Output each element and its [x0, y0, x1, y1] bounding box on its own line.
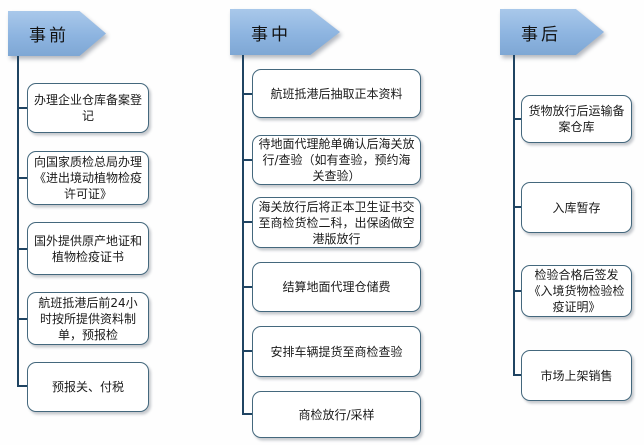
process-step-box: 航班抵港后抽取正本资料: [252, 69, 421, 118]
process-step-label: 国外提供原产地证和植物检疫证书: [33, 233, 142, 264]
process-step-label: 海关放行后将正本卫生证书交至商检货检二科，出保函做空港版放行: [258, 199, 415, 246]
phase-header-during: 事中: [230, 9, 340, 55]
process-step-label: 市场上架销售: [540, 368, 613, 383]
process-step-label: 安排车辆提货至商检查验: [270, 344, 403, 359]
process-step-box: 商检放行/采样: [252, 391, 421, 438]
connector-stub: [513, 206, 521, 208]
process-step-box: 安排车辆提货至商检查验: [252, 326, 421, 377]
phase-header-during-label: 事中: [230, 9, 340, 55]
connector-stub: [513, 118, 521, 120]
process-step-label: 待地面代理舱单确认后海关放行/查验（如有查验，预约海关查验）: [258, 137, 415, 183]
phase-header-after-label: 事后: [500, 9, 604, 55]
process-step-box: 结算地面代理仓储费: [252, 262, 421, 312]
process-step-label: 货物放行后运输备案仓库: [528, 104, 625, 134]
connector-stub: [513, 290, 521, 292]
process-step-label: 办理企业仓库备案登记: [33, 93, 142, 123]
connector-stub: [242, 159, 252, 161]
process-step-label: 航班抵港后前24小时按所提供资料制单，预报检: [38, 295, 138, 342]
connector-stub: [242, 413, 252, 415]
phase-header-before-label: 事前: [8, 11, 106, 56]
phase-header-before: 事前: [8, 11, 106, 56]
connector-stub: [513, 374, 521, 376]
connector-stub: [17, 248, 27, 250]
process-step-box: 办理企业仓库备案登记: [27, 83, 149, 133]
connector-stub: [242, 286, 252, 288]
connector-stub: [17, 385, 27, 387]
connector-stub: [242, 221, 252, 223]
process-step-box: 货物放行后运输备案仓库: [521, 95, 632, 143]
connector-stub: [17, 318, 27, 320]
process-step-box: 预报关、付税: [27, 362, 149, 412]
process-step-label: 入库暂存: [552, 200, 601, 215]
process-step-box: 海关放行后将正本卫生证书交至商检货检二科，出保函做空港版放行: [252, 197, 421, 248]
connector-vertical-line: [242, 55, 244, 414]
process-step-label: 检验合格后签发《入境货物检验检疫证明》: [528, 268, 625, 314]
connector-vertical-line: [17, 56, 19, 387]
process-step-box: 航班抵港后前24小时按所提供资料制单，预报检: [27, 292, 149, 345]
process-step-box: 入库暂存: [521, 182, 632, 233]
connector-stub: [17, 177, 27, 179]
phase-header-after: 事后: [500, 9, 604, 55]
process-step-box: 国外提供原产地证和植物检疫证书: [27, 222, 149, 275]
process-step-label: 航班抵港后抽取正本资料: [270, 86, 403, 101]
connector-stub: [17, 107, 27, 109]
process-step-box: 向国家质检总局办理《进出境动植物检疫许可证》: [27, 151, 149, 205]
process-step-label: 预报关、付税: [51, 380, 124, 394]
process-step-label: 结算地面代理仓储费: [282, 280, 391, 294]
process-step-label: 商检放行/采样: [298, 407, 375, 422]
process-step-label: 向国家质检总局办理《进出境动植物检疫许可证》: [33, 155, 142, 201]
process-step-box: 市场上架销售: [521, 350, 632, 401]
connector-stub: [242, 93, 252, 95]
connector-vertical-line: [513, 55, 515, 376]
process-step-box: 检验合格后签发《入境货物检验检疫证明》: [521, 265, 632, 317]
process-step-box: 待地面代理舱单确认后海关放行/查验（如有查验，预约海关查验）: [252, 135, 421, 185]
connector-stub: [242, 350, 252, 352]
